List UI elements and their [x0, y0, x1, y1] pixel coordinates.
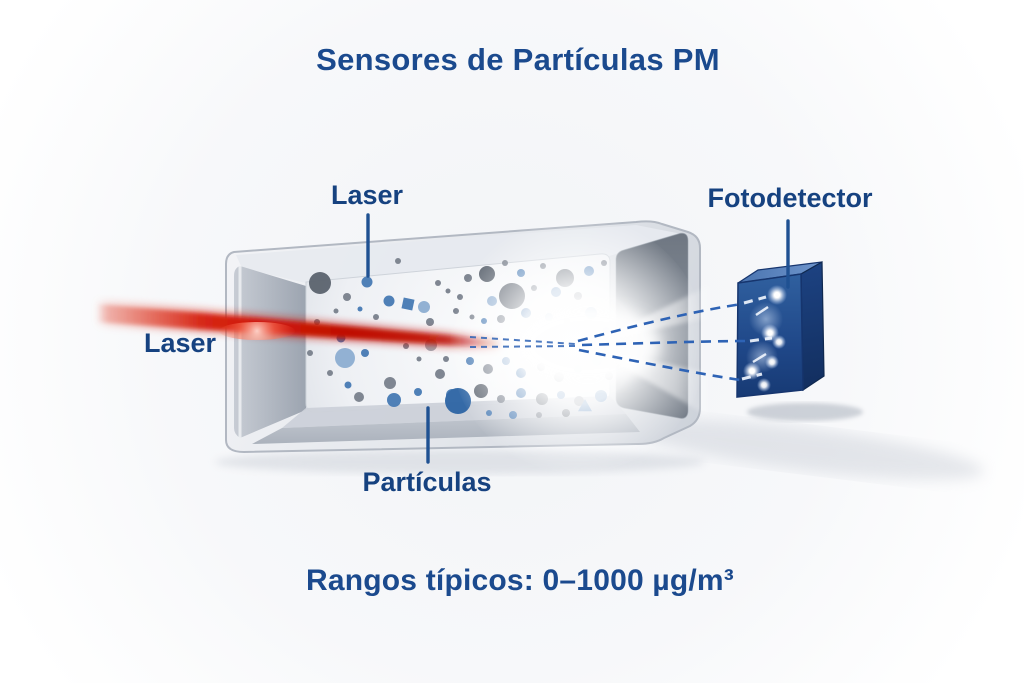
- laser-top-label: Laser: [331, 180, 404, 210]
- particle: [357, 306, 363, 312]
- typical-range-note: Rangos típicos: 0–1000 µg/m³: [306, 564, 734, 597]
- scatter-rays: [469, 302, 749, 382]
- light-fan-lower: [595, 350, 708, 416]
- particle: [333, 308, 339, 314]
- pointer-lines: [366, 213, 790, 464]
- light-fan-upper: [595, 286, 708, 342]
- particle: [387, 393, 401, 407]
- particle: [361, 349, 369, 357]
- particle: [435, 280, 441, 286]
- particle: [401, 297, 415, 311]
- particle: [445, 288, 451, 294]
- photodetector: [736, 260, 825, 398]
- particle: [309, 272, 331, 294]
- particle: [354, 392, 364, 402]
- diagram-title: Sensores de Partículas PM: [316, 42, 720, 77]
- particle: [373, 314, 379, 320]
- laser-beam-body: [96, 304, 500, 348]
- particle: [426, 318, 434, 326]
- particle: [384, 377, 396, 389]
- ray-fan-lower: [578, 348, 741, 382]
- particle: [395, 258, 401, 264]
- particle: [361, 276, 373, 288]
- scatter-rays-on-detector: [741, 295, 773, 381]
- particles-label: Partículas: [362, 467, 491, 497]
- chamber-left-interior: [234, 266, 306, 438]
- photodetector-label: Fotodetector: [708, 183, 873, 213]
- particle: [327, 370, 333, 376]
- particle: [307, 350, 313, 356]
- particle: [383, 295, 395, 307]
- laser-beam-hotspot: [219, 322, 295, 340]
- particle: [335, 348, 355, 368]
- particle: [418, 301, 430, 313]
- ray-fan-upper: [577, 302, 743, 343]
- laser-beam: [96, 300, 500, 351]
- particle: [414, 388, 422, 396]
- particle: [343, 293, 351, 301]
- particle: [416, 356, 422, 362]
- laser-left-label: Laser: [144, 328, 217, 358]
- scatter-glow: [450, 217, 708, 473]
- ray-fan-middle: [581, 339, 749, 347]
- particle: [435, 369, 445, 379]
- photodetector-side-face: [800, 260, 825, 392]
- particle: [344, 381, 352, 389]
- particle: [443, 356, 449, 362]
